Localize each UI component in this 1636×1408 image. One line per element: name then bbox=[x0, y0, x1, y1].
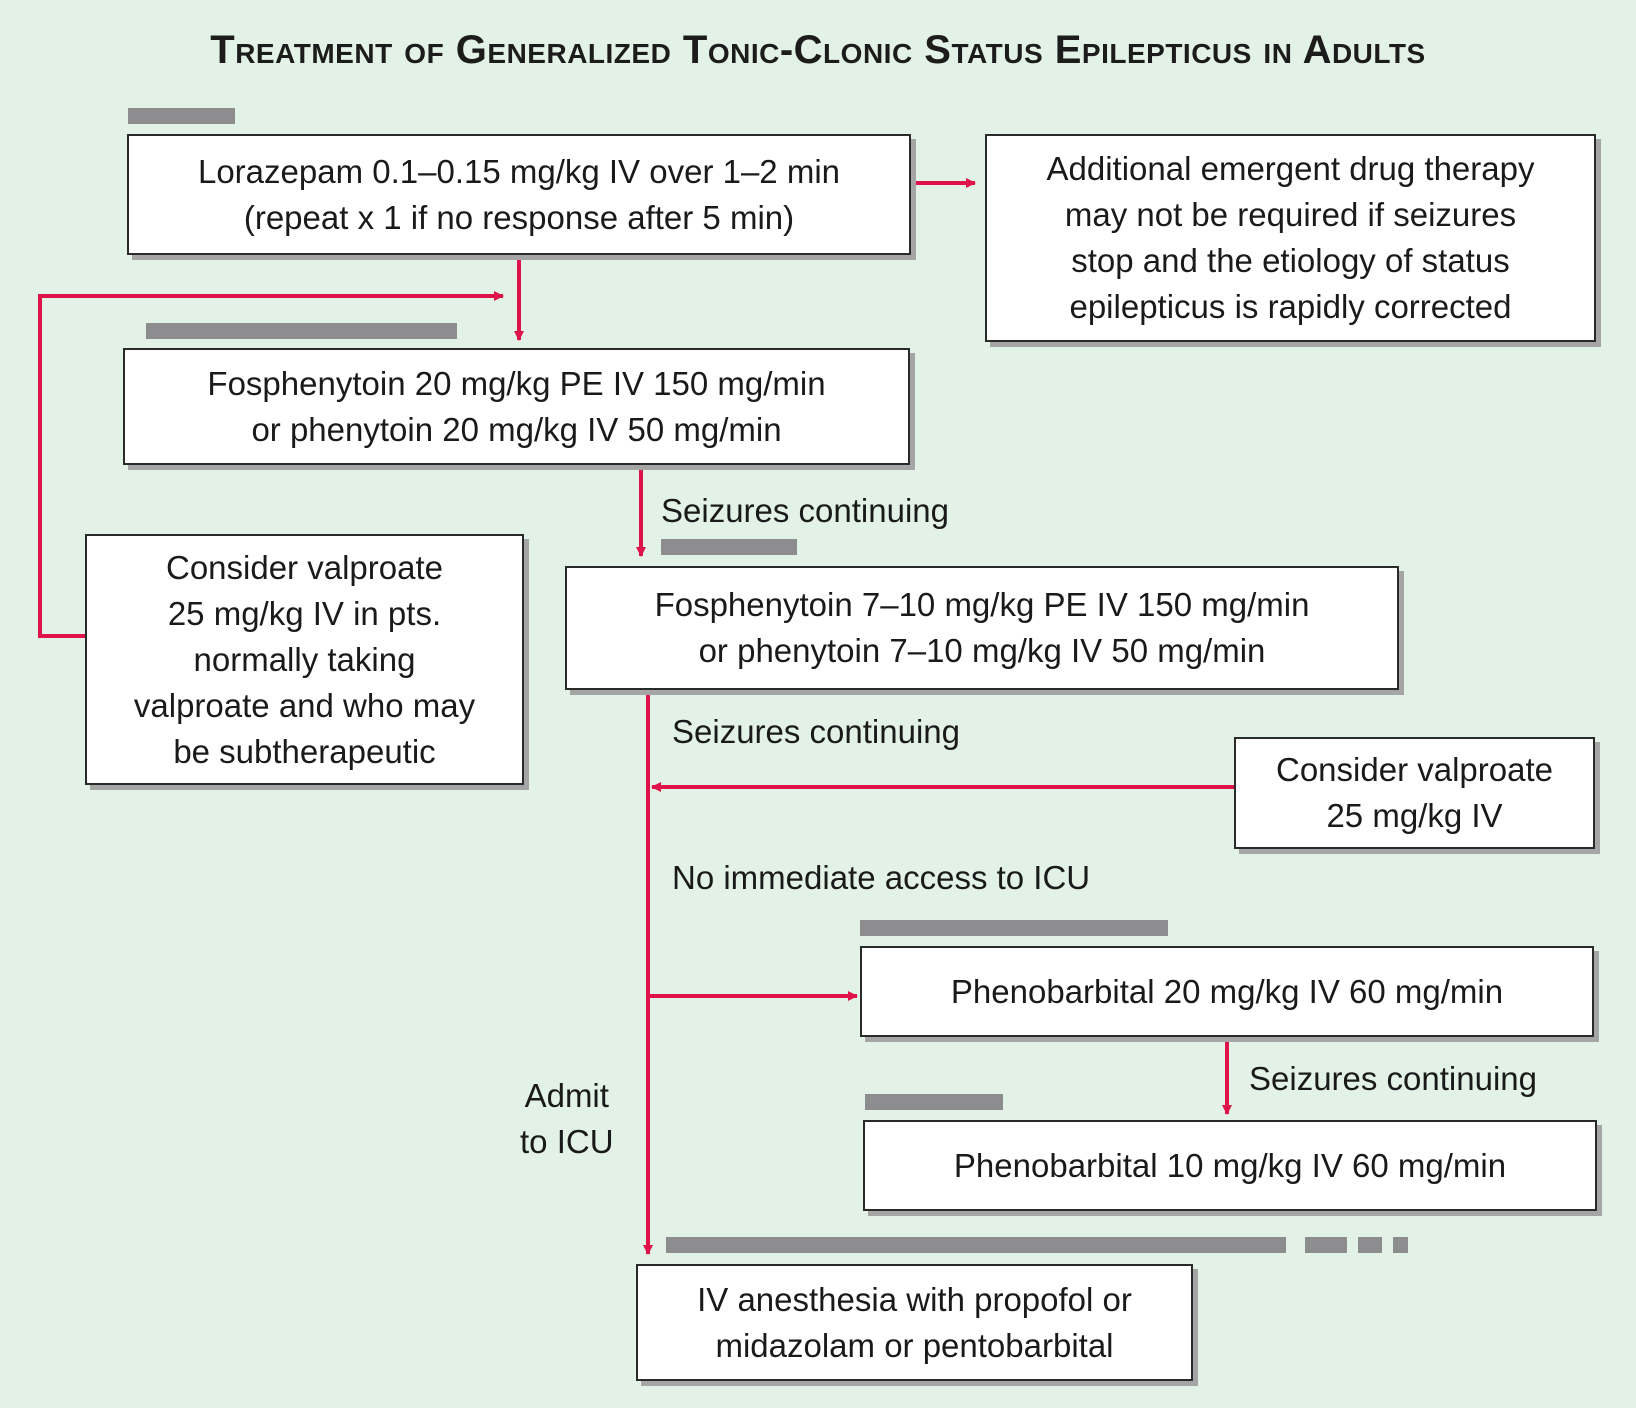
phenobarbital-repeat-box: Phenobarbital 10 mg/kg IV 60 mg/min bbox=[863, 1120, 1597, 1211]
valproate-right-box: Consider valproate 25 mg/kg IV bbox=[1234, 737, 1595, 849]
fosphenytoin-repeat-line-2: or phenytoin 7–10 mg/kg IV 50 mg/min bbox=[698, 632, 1266, 669]
label-admit-to-icu: Admit to ICU bbox=[520, 1073, 614, 1165]
valproate-right-line-1: Consider valproate bbox=[1276, 751, 1553, 788]
valproate-left-line-3: normally taking bbox=[193, 640, 416, 678]
additional-line-3: stop and the etiology of status bbox=[1071, 242, 1510, 279]
phenobarbital-repeat-line-1: Phenobarbital 10 mg/kg IV 60 mg/min bbox=[953, 1146, 1507, 1184]
valproate-left-line-4: valproate and who may bbox=[133, 686, 476, 724]
label-seizures-continuing-3: Seizures continuing bbox=[1249, 1060, 1538, 1097]
time-bar-dash-3 bbox=[1393, 1237, 1408, 1253]
fosphenytoin-line-2: or phenytoin 20 mg/kg IV 50 mg/min bbox=[251, 410, 782, 448]
admit-line-2: to ICU bbox=[520, 1123, 614, 1160]
phenobarbital-line-1: Phenobarbital 20 mg/kg IV 60 mg/min bbox=[950, 972, 1504, 1010]
label-seizures-continuing-1: Seizures continuing bbox=[661, 492, 950, 529]
fosphenytoin-line-1: Fosphenytoin 20 mg/kg PE IV 150 mg/min bbox=[207, 364, 826, 402]
lorazepam-box: Lorazepam 0.1–0.15 mg/kg IV over 1–2 min… bbox=[127, 134, 911, 255]
valproate-left-line-5: be subtherapeutic bbox=[173, 732, 436, 770]
page-title: Treatment of Generalized Tonic-Clonic St… bbox=[210, 28, 1426, 72]
anesthesia-line-1: IV anesthesia with propofol or bbox=[697, 1280, 1132, 1318]
time-bar-fosphenytoin bbox=[146, 323, 457, 339]
admit-line-1: Admit bbox=[524, 1077, 609, 1114]
fosphenytoin-repeat-line-1: Fosphenytoin 7–10 mg/kg PE IV 150 mg/min bbox=[654, 586, 1310, 623]
fosphenytoin-box: Fosphenytoin 20 mg/kg PE IV 150 mg/min or… bbox=[123, 348, 910, 465]
additional-line-2: may not be required if seizures bbox=[1064, 196, 1517, 233]
phenobarbital-box: Phenobarbital 20 mg/kg IV 60 mg/min bbox=[860, 946, 1594, 1037]
time-bar-lorazepam bbox=[128, 108, 235, 124]
time-bar-anesthesia bbox=[666, 1237, 1286, 1253]
valproate-left-line-1: Consider valproate bbox=[165, 548, 443, 586]
anesthesia-box: IV anesthesia with propofol or midazolam … bbox=[636, 1264, 1193, 1381]
time-bar-dash-1 bbox=[1305, 1237, 1347, 1253]
time-bar-fosphenytoin-repeat bbox=[661, 539, 797, 555]
additional-line-1: Additional emergent drug therapy bbox=[1046, 150, 1535, 187]
additional-therapy-box: Additional emergent drug therapy may not … bbox=[985, 134, 1596, 342]
label-seizures-continuing-2: Seizures continuing bbox=[672, 713, 961, 750]
time-bar-phenobarbital-repeat bbox=[865, 1094, 1003, 1110]
lorazepam-line-1: Lorazepam 0.1–0.15 mg/kg IV over 1–2 min bbox=[197, 152, 841, 190]
valproate-left-box: Consider valproate 25 mg/kg IV in pts. nor… bbox=[85, 534, 524, 785]
time-bar-phenobarbital bbox=[860, 920, 1168, 936]
arrow-valproate-left-feedback bbox=[38, 291, 504, 638]
additional-line-4: epilepticus is rapidly corrected bbox=[1069, 288, 1512, 325]
valproate-left-line-2: 25 mg/kg IV in pts. bbox=[167, 594, 442, 632]
valproate-right-line-2: 25 mg/kg IV bbox=[1326, 797, 1503, 834]
label-no-icu-access: No immediate access to ICU bbox=[672, 859, 1091, 896]
time-bar-dash-2 bbox=[1358, 1237, 1382, 1253]
lorazepam-line-2: (repeat x 1 if no response after 5 min) bbox=[243, 198, 795, 236]
anesthesia-line-2: midazolam or pentobarbital bbox=[715, 1326, 1114, 1364]
fosphenytoin-repeat-box: Fosphenytoin 7–10 mg/kg PE IV 150 mg/min… bbox=[565, 566, 1399, 690]
